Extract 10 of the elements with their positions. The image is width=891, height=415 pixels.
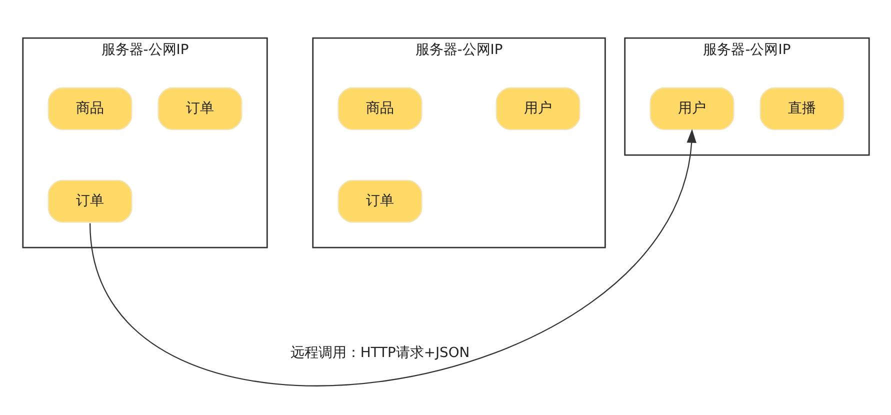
node-box: 订单: [337, 180, 422, 223]
node-box: 商品: [47, 87, 132, 130]
node-box: 直播: [759, 87, 844, 130]
edge-label: 远程调用：HTTP请求+JSON: [290, 345, 470, 362]
node-box: 商品: [337, 87, 422, 130]
node-box: 用户: [495, 87, 580, 130]
arrow: [88, 128, 696, 386]
node-box: 用户: [649, 87, 734, 130]
node-box: 订单: [47, 180, 132, 223]
node-box: 订单: [157, 87, 242, 130]
